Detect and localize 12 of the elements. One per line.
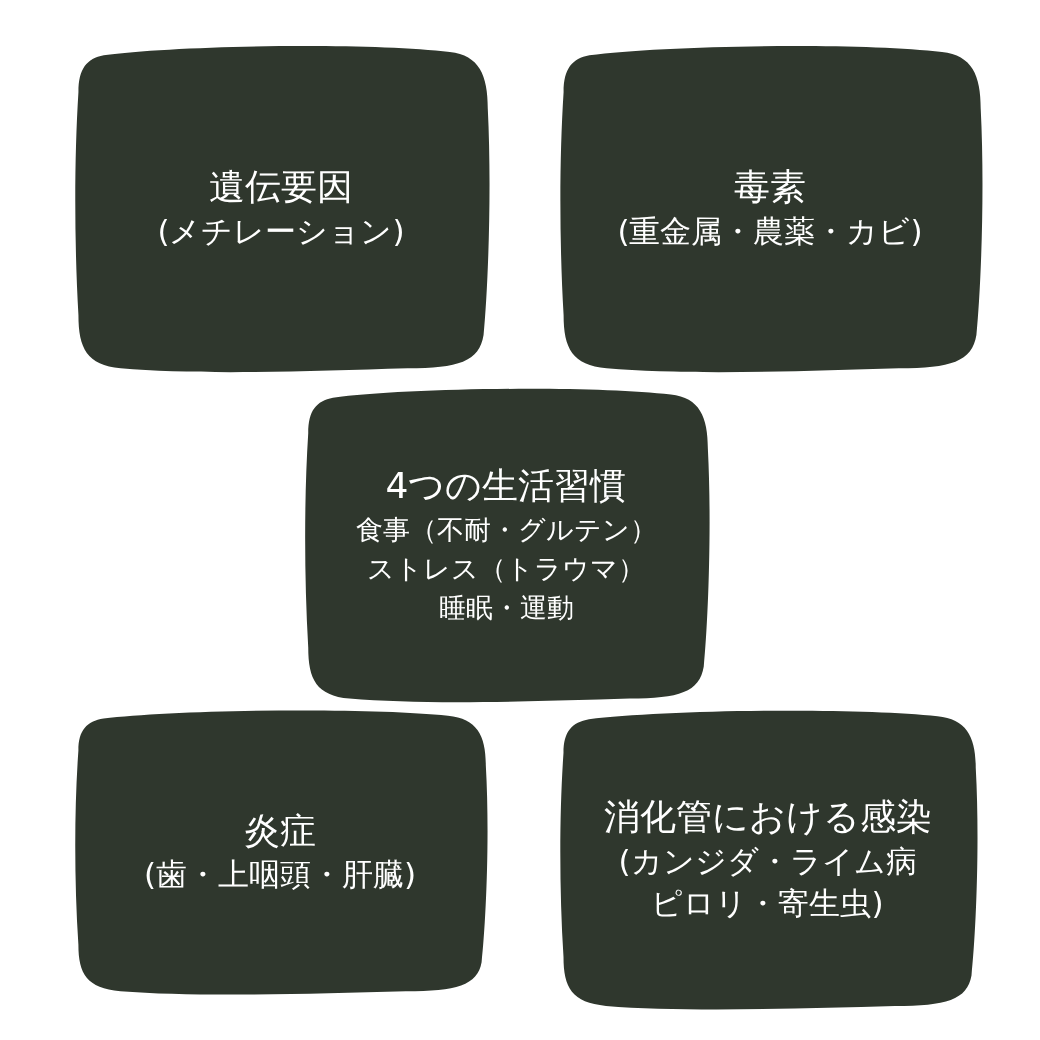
panel-text: (重金属・農薬・カビ) xyxy=(617,211,923,251)
panel-heading: 炎症 xyxy=(244,808,316,853)
panel-heading: 毒素 xyxy=(734,165,806,210)
panel-text: (歯・上咽頭・肝臓) xyxy=(143,855,417,895)
panel-text: 食事（不耐・グルテン） xyxy=(355,512,657,547)
panel-text: ストレス（トラウマ） xyxy=(367,551,645,586)
panel-text: 睡眠・運動 xyxy=(438,590,574,625)
panel-text: (メチレーション) xyxy=(157,211,405,251)
panel-heading: 消化管における感染 xyxy=(603,795,932,840)
panel-text: (カンジダ・ライム病ピロリ・寄生虫) xyxy=(617,842,918,923)
panel-heading: 遺伝要因 xyxy=(209,165,353,210)
panel-heading: 4つの生活習慣 xyxy=(385,463,627,508)
